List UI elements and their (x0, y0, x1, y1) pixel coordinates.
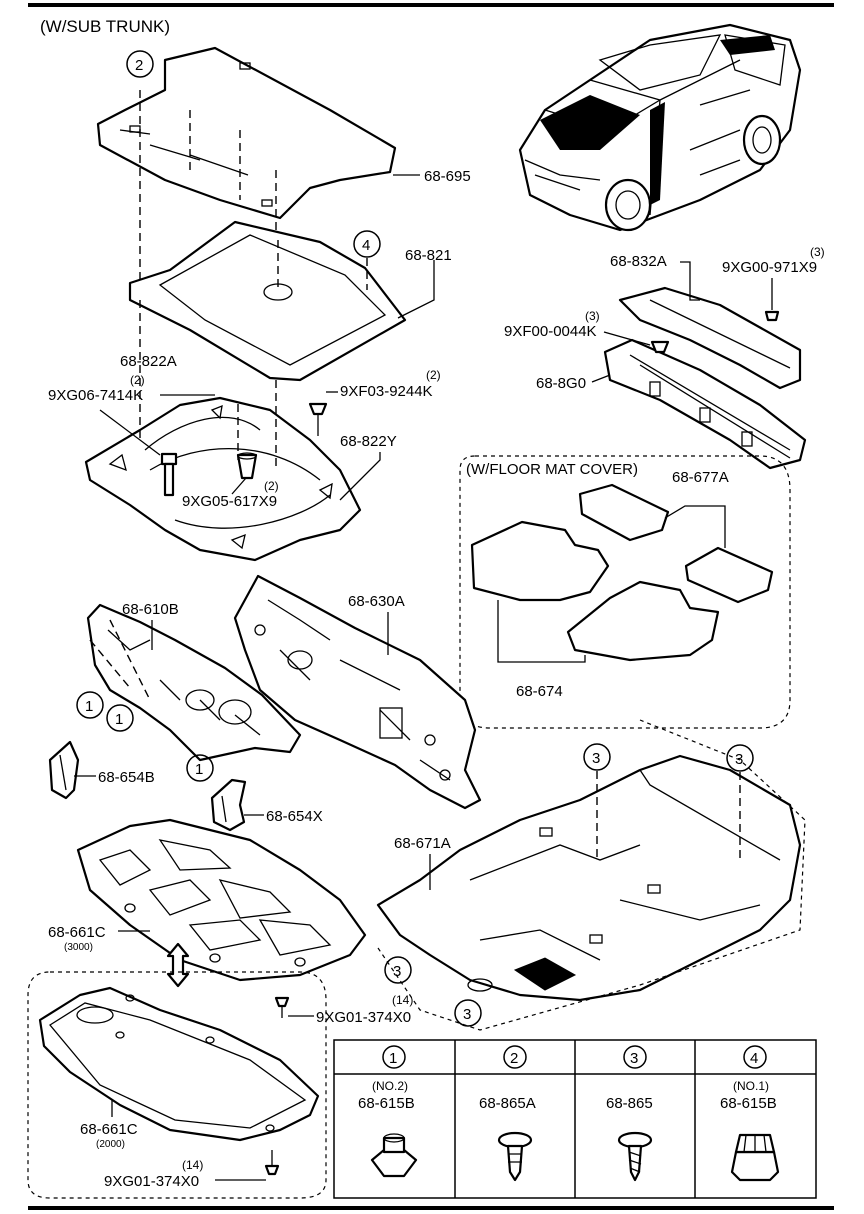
callout-1-b (106, 704, 134, 732)
top-rule (28, 3, 834, 7)
label-68-822A: 68-822A (120, 353, 177, 370)
nut-9XG05-617X9 (236, 452, 258, 480)
part-68-630A-insulator (233, 574, 482, 810)
svg-text:(3): (3) (585, 309, 600, 323)
table-callout-2 (503, 1045, 527, 1069)
callout-3-d (454, 999, 482, 1027)
svg-text:3: 3 (592, 750, 600, 767)
under-cover-2000-group (27, 971, 327, 1199)
svg-text:1: 1 (85, 698, 93, 715)
part-68-695-mat (96, 46, 397, 220)
svg-text:3: 3 (393, 963, 401, 980)
table-note-4: (NO.1) (733, 1079, 769, 1093)
svg-text:(2): (2) (264, 479, 279, 493)
label-68-661C-2000: 68-661C (80, 1121, 138, 1138)
svg-text:(3): (3) (810, 245, 825, 259)
svg-text:3: 3 (735, 751, 743, 768)
label-68-821: 68-821 (405, 247, 452, 264)
svg-text:(3000): (3000) (64, 942, 93, 953)
part-68-654X (210, 778, 247, 832)
label-floor-mat-cover: (W/FLOOR MAT COVER) (466, 461, 638, 478)
table-callout-3 (623, 1045, 647, 1069)
fastener-table: 1 (NO.2) 68-615B 2 68-865A 3 68-865 (333, 1039, 817, 1199)
label-9XG05-617X9: 9XG05-617X9 (182, 493, 277, 510)
label-9XG01-374X0-top: 9XG01-374X0 (316, 1009, 411, 1026)
double-arrow-icon (166, 942, 190, 988)
svg-text:4: 4 (750, 1050, 758, 1067)
floor-mat-cover-group (459, 455, 791, 729)
screw-clip-icon (617, 1131, 653, 1182)
label-68-630A: 68-630A (348, 593, 405, 610)
header-title: (W/SUB TRUNK) (40, 17, 170, 36)
label-68-610B: 68-610B (122, 601, 179, 618)
part-68-661C-3000 (76, 818, 367, 982)
part-68-832A-sill (618, 286, 802, 390)
callout-3-c (384, 956, 412, 984)
svg-text:2: 2 (135, 57, 143, 74)
label-68-822Y: 68-822Y (340, 433, 397, 450)
svg-text:2: 2 (510, 1050, 518, 1067)
label-68-654X: 68-654X (266, 808, 323, 825)
callout-1-c (186, 754, 214, 782)
label-68-661C-3000: 68-661C (48, 924, 106, 941)
table-part-3: 68-865 (606, 1095, 653, 1112)
nut-icon (370, 1133, 418, 1178)
vehicle-illustration (518, 23, 802, 232)
bottom-rule (28, 1206, 834, 1210)
label-9XG00-971X9: 9XG00-971X9 (722, 259, 817, 276)
bolt-9XF03-9244K (308, 402, 328, 436)
svg-text:(2): (2) (426, 368, 441, 382)
part-68-654B (48, 740, 80, 800)
table-note-1: (NO.2) (372, 1079, 408, 1093)
callout-1-a (76, 691, 104, 719)
push-clip-icon (497, 1131, 533, 1182)
clip-9XG00-971X9 (764, 310, 780, 322)
svg-text:(14): (14) (182, 1158, 203, 1172)
callout-4 (353, 230, 381, 258)
part-68-661C-2000 (38, 986, 320, 1142)
mat-rear-left (578, 483, 670, 542)
svg-text:1: 1 (389, 1050, 397, 1067)
svg-text:1: 1 (115, 711, 123, 728)
label-9XF00-0044K: 9XF00-0044K (504, 323, 597, 340)
mat-rear-right (684, 546, 774, 604)
table-part-1: 68-615B (358, 1095, 415, 1112)
table-callout-4 (743, 1045, 767, 1069)
callout-3-b (726, 744, 754, 772)
callout-3-a (583, 743, 611, 771)
label-9XG01-374X0-bottom: 9XG01-374X0 (104, 1173, 199, 1190)
svg-text:1: 1 (195, 761, 203, 778)
bolt-9XG06-7414K (160, 452, 178, 497)
label-68-674: 68-674 (516, 683, 563, 700)
table-callout-1 (382, 1045, 406, 1069)
label-68-654B: 68-654B (98, 769, 155, 786)
table-part-4: 68-615B (720, 1095, 777, 1112)
svg-text:(14): (14) (392, 993, 413, 1007)
clip-9XG01-374X0-top (274, 996, 290, 1018)
svg-text:3: 3 (630, 1050, 638, 1067)
grommet-icon (730, 1133, 780, 1182)
svg-text:4: 4 (362, 237, 370, 254)
label-9XF03-9244K: 9XF03-9244K (340, 383, 433, 400)
part-68-822A-cover (84, 396, 362, 562)
label-68-671A: 68-671A (394, 835, 451, 852)
callout-2-top (126, 50, 154, 78)
label-68-8G0: 68-8G0 (536, 375, 586, 392)
label-68-677A: 68-677A (672, 469, 729, 486)
label-68-695: 68-695 (424, 168, 471, 185)
table-part-2: 68-865A (479, 1095, 536, 1112)
label-9XG06-7414K: 9XG06-7414K (48, 387, 143, 404)
clip-9XG01-374X0-bottom (264, 1150, 280, 1176)
mat-front-left (470, 520, 610, 602)
svg-text:(2): (2) (130, 373, 145, 387)
mat-front-right (566, 580, 720, 662)
svg-text:3: 3 (463, 1006, 471, 1023)
label-68-832A: 68-832A (610, 253, 667, 270)
screw-9XF00-0044K (650, 340, 670, 354)
svg-text:(2000): (2000) (96, 1139, 125, 1150)
